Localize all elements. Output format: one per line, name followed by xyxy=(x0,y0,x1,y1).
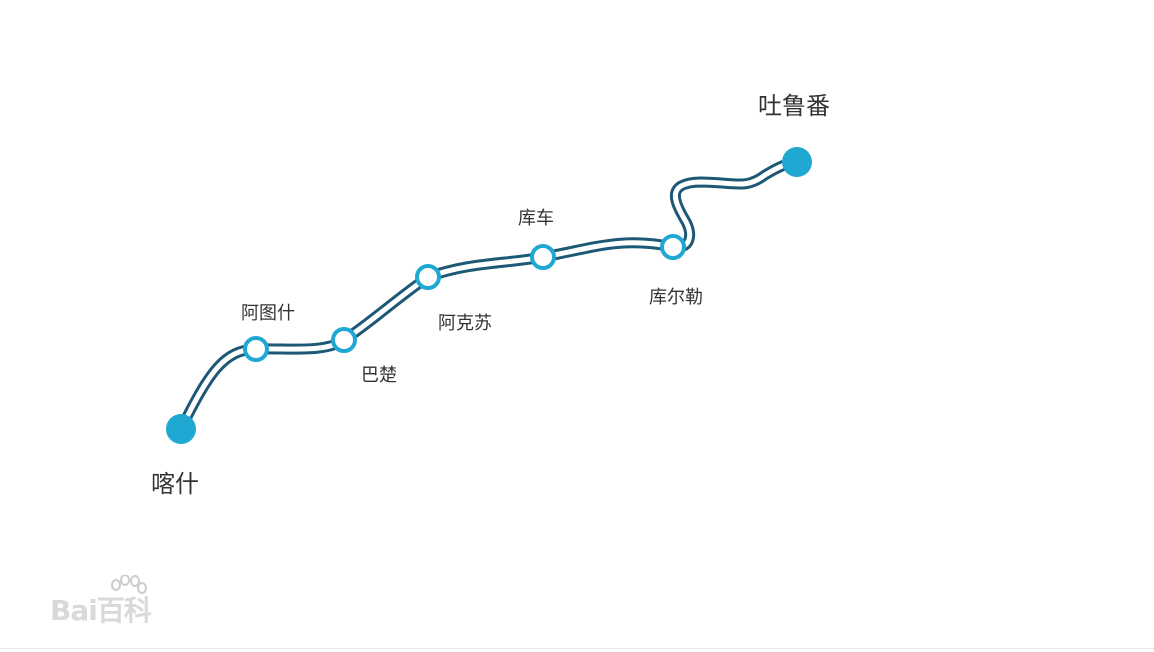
station-atushi-label: 阿图什 xyxy=(241,303,295,324)
station-kuerle-label: 库尔勒 xyxy=(649,287,703,308)
station-kuerle-marker xyxy=(660,234,686,260)
station-atushi-marker xyxy=(243,336,269,362)
station-bachu-marker xyxy=(331,327,357,353)
station-bachu-label: 巴楚 xyxy=(361,365,397,386)
route-inner-stroke xyxy=(178,159,800,432)
station-kashi-label: 喀什 xyxy=(151,470,199,498)
station-akesu-marker xyxy=(415,264,441,290)
route-line xyxy=(175,156,803,435)
station-akesu-label: 阿克苏 xyxy=(438,313,492,334)
station-kashi-marker xyxy=(166,414,196,444)
station-tulufan-label: 吐鲁番 xyxy=(758,92,830,120)
station-tulufan-marker xyxy=(782,147,812,177)
station-kuche-marker xyxy=(530,244,556,270)
bottom-divider xyxy=(0,648,1154,649)
route-outer-stroke xyxy=(175,156,803,435)
station-kuche-label: 库车 xyxy=(518,208,554,229)
